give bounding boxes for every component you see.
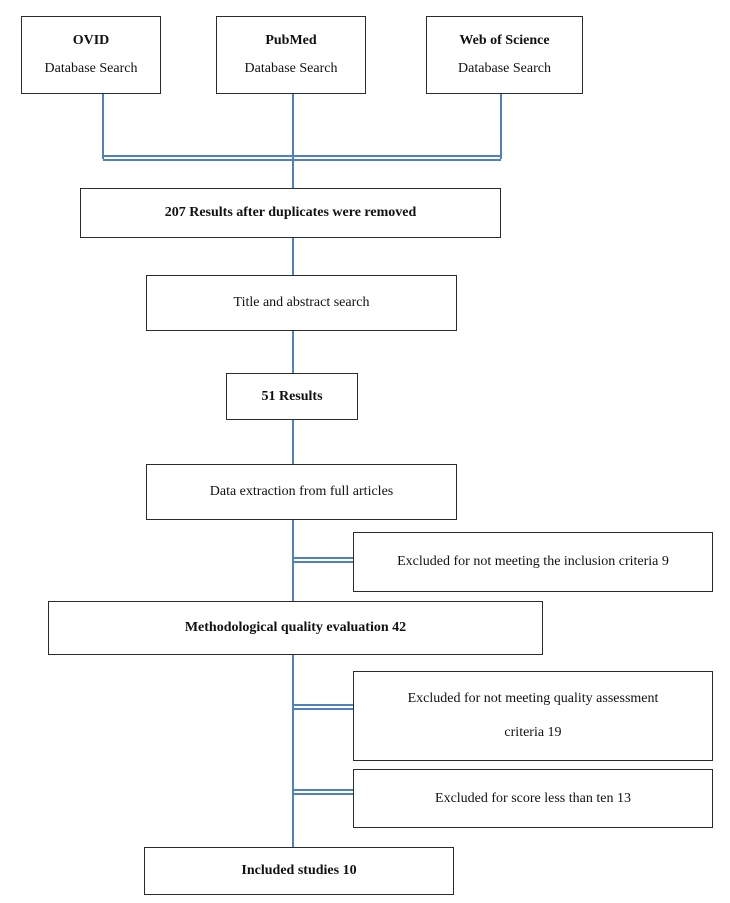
database-name: Web of Science [459, 33, 550, 48]
database-subtitle: Database Search [44, 61, 138, 76]
database-subtitle: Database Search [458, 61, 551, 76]
database-subtitle: Database Search [244, 61, 338, 76]
step-duplicates-removed: 207 Results after duplicates were remove… [80, 188, 501, 238]
step-data-extraction: Data extraction from full articles [146, 464, 457, 520]
database-name: PubMed [265, 33, 317, 48]
step-quality-evaluation: Methodological quality evaluation 42 [48, 601, 543, 655]
exclusion-score: Excluded for score less than ten 13 [353, 769, 713, 828]
exclusion-quality-line2: criteria 19 [504, 725, 562, 740]
step-51-results: 51 Results [226, 373, 358, 420]
database-name: OVID [72, 33, 110, 48]
database-ovid: OVID Database Search [21, 16, 161, 94]
exclusion-inclusion-criteria: Excluded for not meeting the inclusion c… [353, 532, 713, 592]
step-title-abstract: Title and abstract search [146, 275, 457, 331]
exclusion-quality-line1: Excluded for not meeting quality assessm… [407, 691, 659, 706]
database-pubmed: PubMed Database Search [216, 16, 366, 94]
step-included-studies: Included studies 10 [144, 847, 454, 895]
exclusion-quality-assessment: Excluded for not meeting quality assessm… [353, 671, 713, 761]
database-web-of-science: Web of Science Database Search [426, 16, 583, 94]
